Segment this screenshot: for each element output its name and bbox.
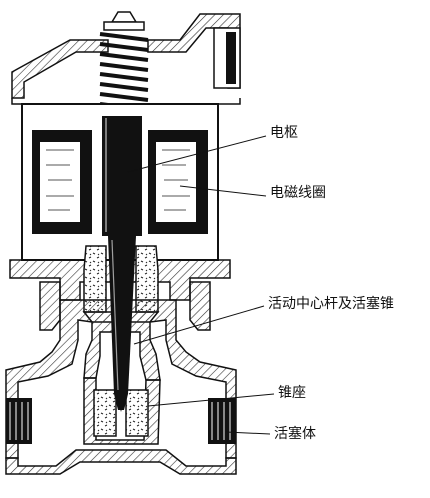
label-cone-seat: 锥座: [278, 385, 306, 401]
armature-rod: [102, 116, 142, 412]
label-solenoid-coil: 电磁线圈: [270, 185, 326, 201]
port-right: [208, 398, 236, 444]
port-left: [6, 398, 32, 444]
label-armature: 电枢: [270, 125, 298, 141]
valve-seat: [93, 389, 149, 437]
leader-coil: [179, 185, 267, 197]
leader-lines: [127, 135, 275, 435]
leader-armature: [127, 135, 267, 173]
spring: [99, 11, 149, 112]
label-piston-body: 活塞体: [274, 426, 316, 442]
leader-rod: [133, 305, 265, 345]
label-moving-rod-and-piston-cone: 活动中心杆及活塞锥: [268, 296, 394, 312]
top-housing: [11, 13, 241, 105]
leader-seat: [147, 393, 275, 407]
leader-body: [225, 431, 271, 435]
